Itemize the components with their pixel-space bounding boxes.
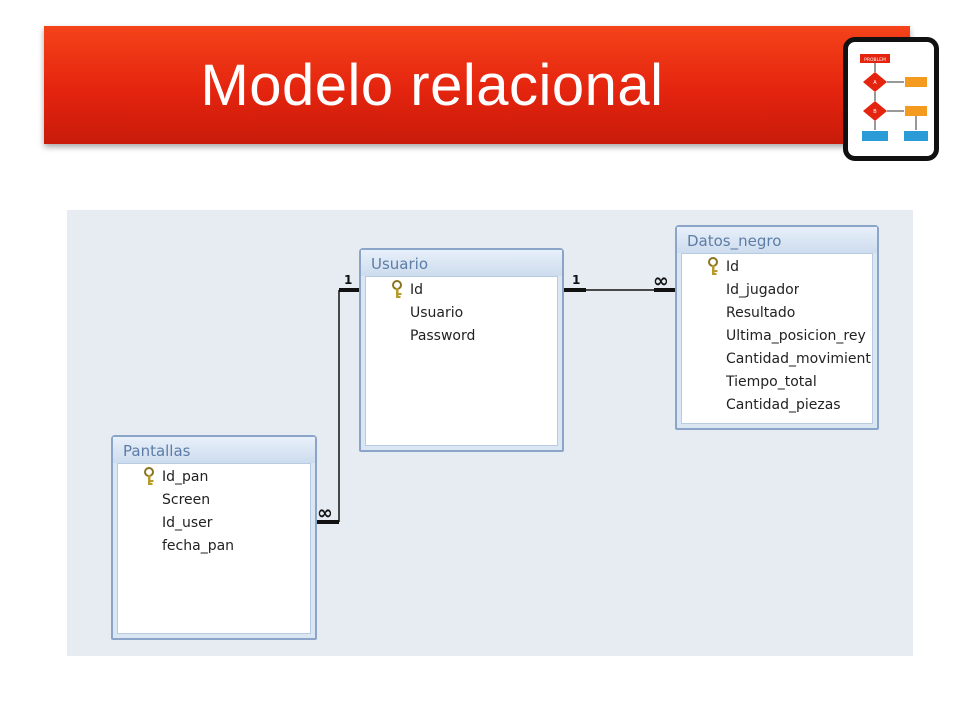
flowchart-process-a [905,77,927,87]
table-pantallas[interactable]: Pantallas Id_pan Screen Id_user fecha_pa… [111,435,317,640]
flowchart-end-left [862,131,888,141]
flowchart-problem-box [860,54,890,63]
field-id-user[interactable]: Id_user [162,515,213,531]
flowchart-decision-a [863,72,887,92]
table-title[interactable]: Datos_negro [677,227,877,253]
field-id-jugador[interactable]: Id_jugador [726,282,800,298]
field-usuario[interactable]: Usuario [410,305,464,321]
relationship-lines [317,288,677,524]
cardinality-one-label: 1 [344,273,353,287]
flowchart-end-right [904,131,928,141]
flowchart-step-a-label: A [873,80,877,86]
cardinality-one-label: 1 [572,273,581,287]
cardinality-many-label: ∞ [317,502,333,524]
flowchart-decision-b [863,101,887,121]
field-screen[interactable]: Screen [162,492,211,508]
primary-key-icon [142,467,156,487]
flowchart-step-b-label: B [873,109,877,115]
primary-key-icon [706,257,720,277]
table-usuario[interactable]: Usuario Id Usuario Password [359,248,564,452]
field-resultado[interactable]: Resultado [726,305,796,321]
flowchart-icon: PROBLEM A B [843,37,939,161]
relationship-canvas: 1 1 ∞ ∞ Usuario Id Usuario Password Dato… [67,210,913,656]
flowchart-problem-label: PROBLEM [864,57,886,63]
field-cantidad-piezas[interactable]: Cantidad_piezas [726,397,841,413]
primary-key-icon [390,280,404,300]
flowchart-process-b [905,106,927,116]
table-title[interactable]: Usuario [361,250,562,276]
title-bar: Modelo relacional [44,26,910,144]
field-id-pan[interactable]: Id_pan [162,469,209,485]
field-tiempo-total[interactable]: Tiempo_total [726,374,817,390]
field-list: Id Id_jugador Resultado Ultima_posicion_… [681,253,873,424]
field-id[interactable]: Id [410,282,424,298]
table-title[interactable]: Pantallas [113,437,315,463]
table-datos-negro[interactable]: Datos_negro Id Id_jugador Resultado Ulti… [675,225,879,430]
field-list: Id_pan Screen Id_user fecha_pan [117,463,311,634]
field-list: Id Usuario Password [365,276,558,446]
field-ultima-posicion-rey[interactable]: Ultima_posicion_rey [726,328,866,344]
field-password[interactable]: Password [410,328,476,344]
cardinality-many-label: ∞ [653,270,669,292]
page-title: Modelo relacional [200,52,664,118]
field-fecha-pan[interactable]: fecha_pan [162,538,235,554]
field-id[interactable]: Id [726,259,740,275]
field-cantidad-movimient[interactable]: Cantidad_movimient [726,351,871,367]
